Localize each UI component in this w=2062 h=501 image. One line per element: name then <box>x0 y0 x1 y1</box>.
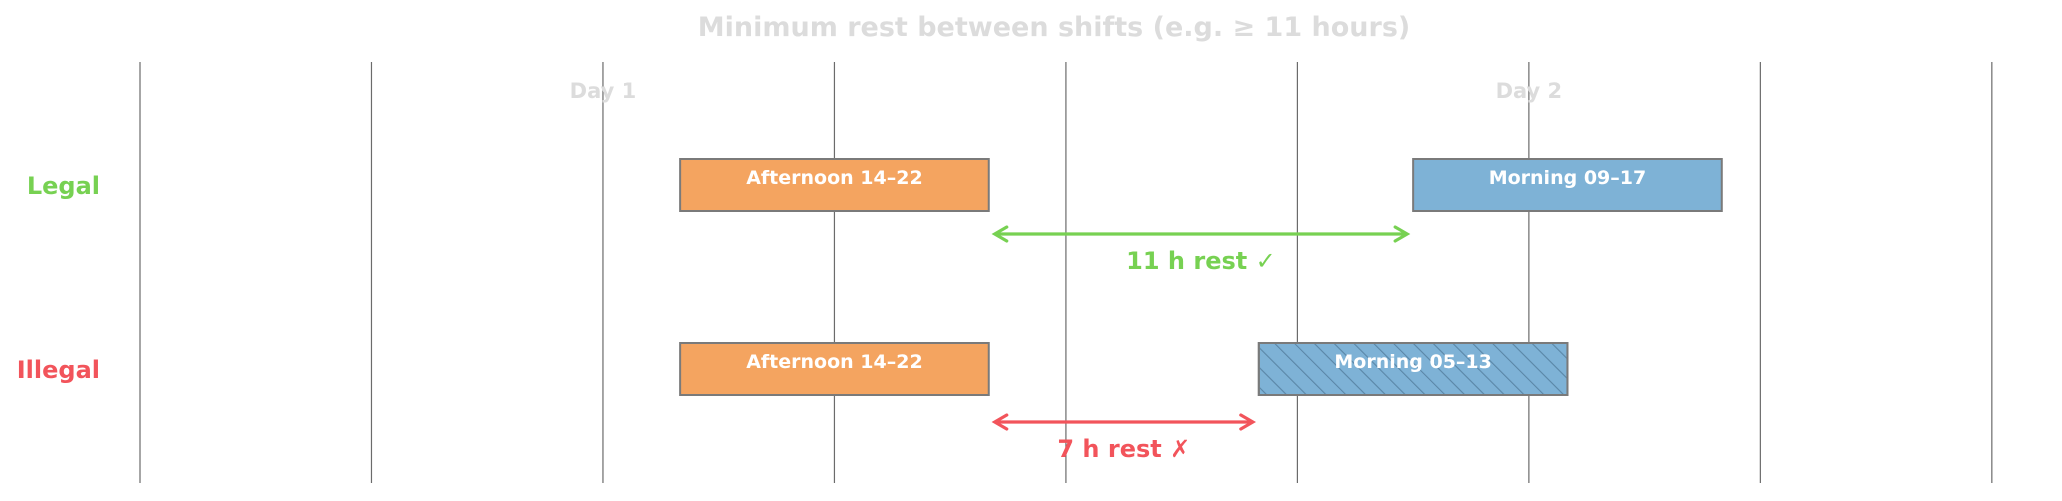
rest-label: 11 h rest ✓ <box>1126 247 1276 275</box>
row-legal: Legal Afternoon 14–22 Morning 09–17 11 h re… <box>27 158 1723 275</box>
shift-bar-afternoon: Afternoon 14–22 <box>679 342 990 396</box>
row-label: Legal <box>27 172 100 200</box>
rest-arrow-head-left <box>991 225 1009 243</box>
rest-arrow-head-right <box>1393 225 1411 243</box>
shift-bar-rect <box>679 342 990 396</box>
rest-arrow-head-right <box>1239 413 1256 431</box>
row-label: Illegal <box>17 356 100 384</box>
shift-label: Afternoon 14–22 <box>746 167 922 189</box>
gridlines <box>139 62 1993 483</box>
row-illegal: Illegal Afternoon 14–22 Morning 05–13 7 h r… <box>17 342 1569 463</box>
shift-bar-morning: Morning 09–17 <box>1412 158 1723 212</box>
shift-label: Morning 09–17 <box>1489 167 1647 189</box>
shift-label: Morning 05–13 <box>1334 351 1492 373</box>
shift-bar-rect <box>679 158 990 212</box>
day-labels: Day 1 Day 2 <box>570 79 1562 103</box>
rest-label: 7 h rest ✗ <box>1057 435 1190 463</box>
shift-label: Afternoon 14–22 <box>746 351 922 373</box>
rest-arrow <box>991 225 1411 243</box>
shift-bar-rect <box>1412 158 1723 212</box>
diagram-title: Minimum rest between shifts (e.g. ≥ 11 h… <box>698 12 1411 43</box>
day-label: Day 2 <box>1496 79 1563 103</box>
shift-bar-hatch <box>1257 342 1569 396</box>
rest-arrow <box>991 413 1256 431</box>
day-label: Day 1 <box>570 79 637 103</box>
shift-bar-afternoon: Afternoon 14–22 <box>679 158 990 212</box>
shift-bar-morning: Morning 05–13 <box>1257 342 1569 396</box>
rest-arrow-head-left <box>991 413 1009 431</box>
